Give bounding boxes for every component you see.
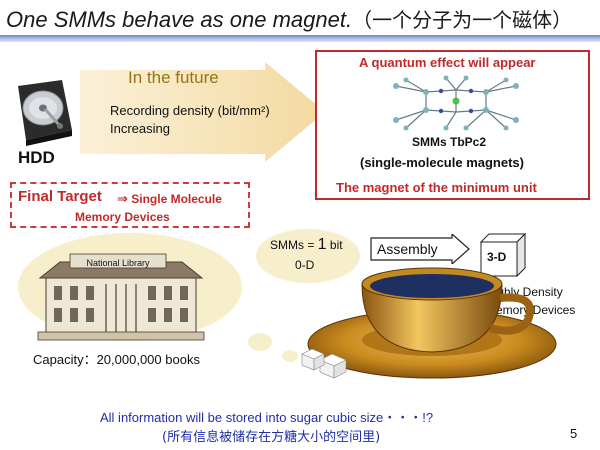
- title-underline: [0, 35, 600, 42]
- tbpc2-molecule-image: [393, 75, 519, 131]
- smms-bit-oval: [256, 229, 360, 283]
- hdd-image: [18, 80, 72, 146]
- final-target-label: Final Target: [18, 188, 102, 205]
- quantum-effect-heading: A quantum effect will appear: [359, 55, 536, 70]
- capacity-text: Capacity：20,000,000 books: [33, 352, 200, 367]
- cube-3d-icon: [479, 232, 527, 278]
- future-heading: In the future: [128, 68, 219, 87]
- smms-bit-value: 1: [317, 236, 327, 253]
- final-target-line2: Memory Devices: [75, 210, 170, 224]
- smms-bit-unit: bit: [326, 238, 343, 252]
- coffee-cup-image: [301, 267, 557, 379]
- future-arrow-shape: [80, 62, 325, 162]
- slide-title: One SMMs behave as one magnet.（一个分子为一个磁体…: [6, 4, 572, 33]
- assembly-label: Assembly: [377, 241, 438, 257]
- final-target-title: Final Target: [18, 188, 102, 205]
- increasing-text: Increasing: [110, 121, 170, 136]
- smms-tbpc2-label: SMMs TbPc2: [412, 135, 487, 149]
- minimum-unit-magnet-text: The magnet of the minimum unit: [336, 180, 537, 195]
- slide-title-cn: （一个分子为一个磁体）: [352, 8, 573, 32]
- national-library-sign: National Library: [86, 258, 150, 268]
- smms-bit-text: SMMs = 1 bit: [270, 236, 343, 254]
- final-target-line1: ⇒ Single Molecule: [117, 191, 222, 207]
- page-number: 5: [570, 426, 578, 441]
- slide-title-main: One SMMs behave as one magnet.: [6, 7, 353, 32]
- cube-3d-label: 3-D: [487, 250, 507, 264]
- single-molecule-text: Single Molecule: [131, 192, 222, 206]
- zero-d-label: 0-D: [295, 258, 315, 272]
- assembly-arrow-shape: [370, 234, 470, 264]
- final-target-box: [10, 182, 250, 228]
- bottom-chinese-caption: (所有信息被储存在方糖大小的空间里): [162, 430, 381, 445]
- library-thought-bubble: [18, 233, 317, 368]
- sugar-cube-icon: [301, 348, 325, 371]
- quantum-effect-box: [315, 50, 590, 200]
- implies-arrow-icon: ⇒: [117, 191, 128, 206]
- sugar-cube-icon: [319, 353, 347, 379]
- hdd-label: HDD: [18, 148, 55, 167]
- bottom-english-caption: All information will be stored into suga…: [100, 410, 434, 425]
- smms-bit-prefix: SMMs =: [270, 238, 318, 252]
- library-building-icon: [37, 253, 205, 341]
- smms-description: (single-molecule magnets): [360, 155, 524, 170]
- recording-density-text: Recording density (bit/mm²): [110, 103, 270, 118]
